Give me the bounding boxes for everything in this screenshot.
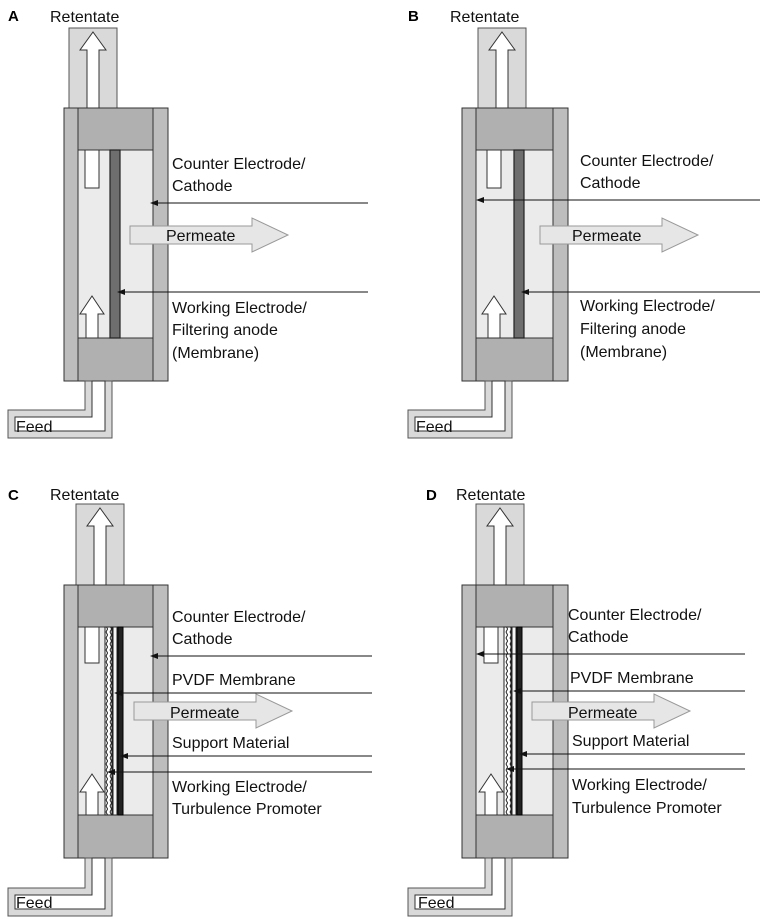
flow-channel-top [486,149,502,189]
permeate-label: Permeate [568,705,637,722]
retentate-label: Retentate [50,9,119,26]
permeate-arrow [133,693,294,729]
permeate-label: Permeate [572,228,641,245]
panel-letter: C [8,487,19,504]
working-electrode-label-line2: Filtering anode [580,321,686,338]
retentate-outlet [75,503,125,588]
arrowhead-icon [513,688,521,694]
feed-label: Feed [16,419,52,436]
arrowhead-icon [519,751,527,757]
permeate-arrow [129,217,290,253]
panel-d: D Retentate Feed Permeate Counter Electr… [407,487,745,917]
support-material-label: Support Material [172,735,289,752]
support-material [511,626,517,816]
up-arrow-icon [481,295,507,339]
turbulence-promoter [104,626,113,816]
feed-inlet [407,380,513,439]
pvdf-membrane [117,626,124,816]
feed-inlet [407,857,513,917]
working-electrode-label-line1: Working Electrode/ [572,777,707,794]
flow-channel-top [483,626,499,664]
turbulence-promoter [503,626,512,816]
permeate-label: Permeate [166,228,235,245]
pvdf-membrane [516,626,523,816]
feed-inlet [7,857,113,917]
support-material-label: Support Material [572,733,689,750]
feed-label: Feed [418,895,454,912]
working-electrode-label-line2: Turbulence Promoter [172,801,322,818]
retentate-label: Retentate [50,487,119,504]
arrowhead-icon [150,653,158,659]
working-electrode-label-line2: Filtering anode [172,322,278,339]
retentate-label: Retentate [450,9,519,26]
working-electrode-label-line1: Working Electrode/ [580,298,715,315]
working-electrode-label-line1: Working Electrode/ [172,300,307,317]
arrowhead-icon [120,753,128,759]
counter-electrode-label-line2: Cathode [580,175,641,192]
arrowhead-icon [506,766,514,772]
working-electrode-label-line1: Working Electrode/ [172,779,307,796]
panel-letter: B [408,8,419,25]
panel-letter: A [8,8,19,25]
pvdf-membrane-label: PVDF Membrane [570,670,694,687]
pvdf-membrane-label: PVDF Membrane [172,672,296,689]
counter-electrode-label-line2: Cathode [568,629,629,646]
arrowhead-icon [117,289,125,295]
support-material [112,626,118,816]
retentate-outlet [68,27,118,111]
working-electrode-label-line3: (Membrane) [172,345,259,362]
permeate-arrow [531,693,692,729]
feed-label: Feed [16,895,52,912]
feed-inlet [7,380,113,439]
arrowhead-icon [107,769,115,775]
up-arrow-icon [79,295,105,339]
working-electrode-label-line2: Turbulence Promoter [572,800,722,817]
arrowhead-icon [114,690,122,696]
panel-c: C Retentate Feed Permeate Counter Electr… [7,487,372,917]
permeate-label: Permeate [170,705,239,722]
working-electrode-label-line3: (Membrane) [580,344,667,361]
retentate-label: Retentate [456,487,525,504]
flow-channel-top [84,149,100,189]
panel-b: B Retentate Feed Permeate Counter Electr… [407,8,760,439]
up-arrow-icon [478,773,504,816]
counter-electrode-label-line1: Counter Electrode/ [568,607,702,624]
arrowhead-icon [150,200,158,206]
retentate-outlet [475,503,525,588]
flow-channel-top [84,626,100,664]
membrane-electrode [109,149,121,339]
counter-electrode-label-line2: Cathode [172,631,233,648]
counter-electrode-label-line1: Counter Electrode/ [580,153,714,170]
feed-label: Feed [416,419,452,436]
panel-letter: D [426,487,437,504]
counter-electrode-label-line2: Cathode [172,178,233,195]
arrowhead-icon [476,197,484,203]
retentate-outlet [477,27,527,111]
up-arrow-icon [79,773,105,816]
counter-electrode-label-line1: Counter Electrode/ [172,156,306,173]
counter-electrode-label-line1: Counter Electrode/ [172,609,306,626]
permeate-arrow [539,217,700,253]
arrowhead-icon [476,651,484,657]
panel-a: A Retentate Feed Permeate [7,8,368,439]
arrowhead-icon [521,289,529,295]
membrane-electrode [513,149,525,339]
